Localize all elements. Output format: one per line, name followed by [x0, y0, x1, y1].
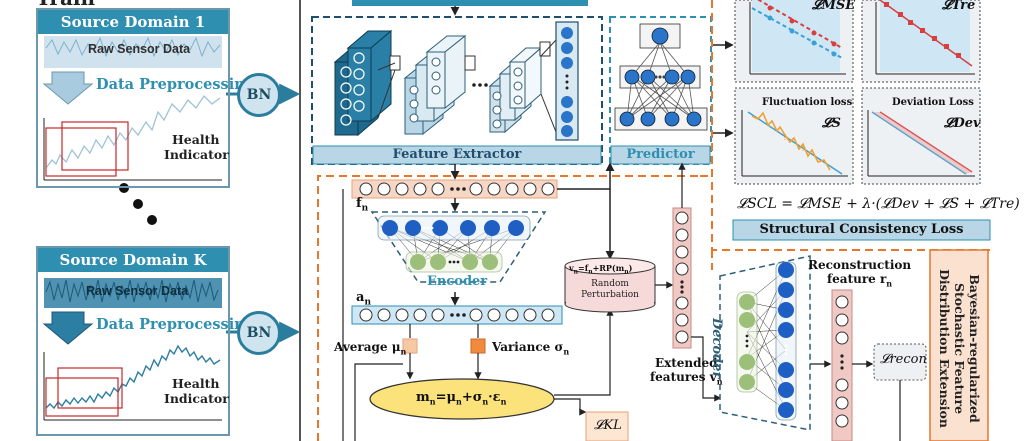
- perturbation-title: Random Perturbation: [581, 279, 639, 300]
- kl-loss-label: 𝓛KL: [594, 418, 622, 433]
- deviation-loss-symbol: 𝓛Dev: [944, 116, 981, 131]
- scl-formula: 𝓛SCL = 𝓛MSE + λ·(𝓛Dev + 𝓛S + 𝓛Tre): [737, 196, 1020, 212]
- cnn-layers: [333, 21, 579, 141]
- source-domain-1-graphics: [42, 36, 222, 181]
- encoder-label: Encoder: [427, 274, 488, 289]
- side-title-text: Bayesian-regularized Stochastic Feature …: [937, 269, 982, 428]
- fluctuation-plot: [741, 110, 848, 177]
- feature-extractor-bar: [312, 145, 602, 165]
- m-n-formula: mn=μn+σn·εn: [416, 390, 507, 407]
- fluctuation-loss-title: Fluctuation loss: [762, 97, 853, 108]
- bn-node-k: BN: [237, 311, 281, 355]
- source-domain-k-graphics: [42, 278, 222, 421]
- source-domain-1-preprocess-label: Data Preprocessing: [96, 76, 255, 93]
- a-n-label: an: [356, 290, 371, 308]
- source-domain-1-raw-label: Raw Sensor Data: [88, 42, 191, 56]
- predictor-label: Predictor: [626, 147, 695, 162]
- deviation-loss-title: Deviation Loss: [892, 97, 974, 108]
- structural-consistency-label: Structural Consistency Loss: [759, 222, 964, 237]
- source-domain-k-raw-label: Raw Sensor Data: [86, 284, 189, 298]
- mse-loss-label: 𝓛MSE: [812, 0, 856, 13]
- mse-plot: [749, 0, 846, 75]
- source-domain-k-preprocess-label: Data Preprocessing: [96, 316, 255, 333]
- random-perturbation-cylinder: [564, 257, 656, 313]
- top-bar-stub: [352, 0, 588, 6]
- reconstruction-label: Reconstruction feature rn: [808, 258, 912, 289]
- bn-node-1: BN: [237, 73, 281, 117]
- average-label: Average μn: [334, 340, 407, 357]
- source-domain-1-title: Source Domain 1: [38, 10, 228, 34]
- sigma-square: [470, 338, 486, 354]
- source-domain-k-health-label: Health Indicator: [164, 376, 229, 406]
- extended-features-label: Extended features vn: [650, 356, 723, 387]
- f-n-label: fn: [356, 196, 369, 214]
- vae-region-border: [317, 175, 700, 441]
- recon-loss-label: 𝓛recon: [880, 352, 927, 367]
- side-title-clip: Bayesian-regularized Stochastic Feature …: [930, 250, 988, 441]
- tre-plot: [875, 0, 975, 75]
- source-domain-1-health-label: Health Indicator: [164, 132, 229, 162]
- predictor-box: [609, 16, 712, 165]
- decoder-label: Decoder: [709, 318, 724, 379]
- perturbation-formula: vn=fn+RP(mn): [569, 263, 633, 276]
- source-domain-k-panel: Source Domain K: [36, 246, 230, 436]
- variance-label: Variance σn: [492, 340, 570, 357]
- deviation-plot: [867, 110, 975, 177]
- fluctuation-loss-symbol: 𝓛S: [822, 116, 841, 131]
- recon-loss-box: [873, 343, 927, 381]
- header-fragment: Train: [36, 0, 95, 10]
- tre-loss-label: 𝓛Tre: [942, 0, 976, 13]
- source-domain-k-title: Source Domain K: [38, 248, 228, 272]
- source-domain-1-panel: Source Domain 1: [36, 8, 230, 188]
- feature-extractor-box: [311, 16, 603, 165]
- kl-loss-box: [585, 411, 629, 441]
- side-title-panel: [929, 249, 989, 441]
- feature-extractor-label: Feature Extractor: [392, 147, 522, 162]
- predictor-network: [614, 23, 708, 131]
